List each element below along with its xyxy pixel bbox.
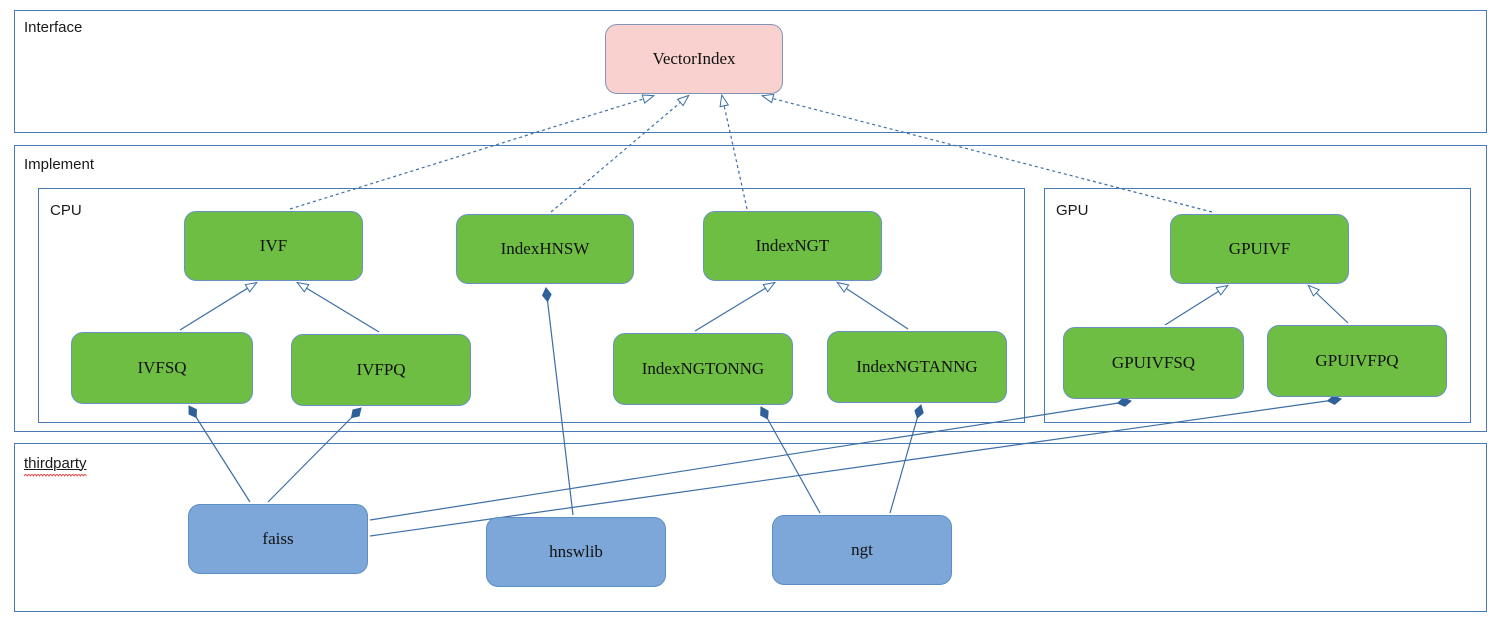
frame-interface: [14, 10, 1487, 133]
node-label: IndexNGTONNG: [641, 359, 765, 378]
node-gpuivf[interactable]: GPUIVF: [1170, 214, 1349, 284]
node-label: IndexHNSW: [500, 239, 590, 258]
node-label: hnswlib: [549, 542, 603, 561]
node-ngt[interactable]: ngt: [772, 515, 952, 585]
node-indexngtanng[interactable]: IndexNGTANNG: [827, 331, 1007, 403]
node-label: GPUIVF: [1228, 239, 1291, 258]
node-label: IndexNGTANNG: [856, 357, 978, 376]
node-indexngtonng[interactable]: IndexNGTONNG: [613, 333, 793, 405]
node-gpuivfsq[interactable]: GPUIVFSQ: [1063, 327, 1244, 399]
node-label: IVFPQ: [356, 360, 406, 379]
frame-label-implement: Implement: [24, 156, 95, 173]
node-label: ngt: [851, 540, 873, 559]
node-ivf[interactable]: IVF: [184, 211, 363, 281]
node-label: faiss: [262, 529, 294, 548]
node-faiss[interactable]: faiss: [188, 504, 368, 574]
frame-label-interface: Interface: [24, 19, 83, 36]
node-label: IVF: [259, 236, 288, 255]
node-gpuivfpq[interactable]: GPUIVFPQ: [1267, 325, 1447, 397]
frame-label-gpu: GPU: [1056, 202, 1089, 219]
node-ivfpq[interactable]: IVFPQ: [291, 334, 471, 406]
node-hnswlib[interactable]: hnswlib: [486, 517, 666, 587]
node-label: GPUIVFPQ: [1315, 351, 1399, 370]
frame-label-cpu: CPU: [50, 202, 82, 219]
frame-label-thirdparty: thirdparty: [24, 456, 87, 477]
node-indexngt[interactable]: IndexNGT: [703, 211, 882, 281]
node-indexhnsw[interactable]: IndexHNSW: [456, 214, 634, 284]
node-ivfsq[interactable]: IVFSQ: [71, 332, 253, 404]
node-label: IVFSQ: [137, 358, 187, 377]
node-label: VectorIndex: [652, 49, 736, 68]
node-label: GPUIVFSQ: [1111, 353, 1196, 372]
node-label: IndexNGT: [755, 236, 830, 255]
node-vectorindex[interactable]: VectorIndex: [605, 24, 783, 94]
